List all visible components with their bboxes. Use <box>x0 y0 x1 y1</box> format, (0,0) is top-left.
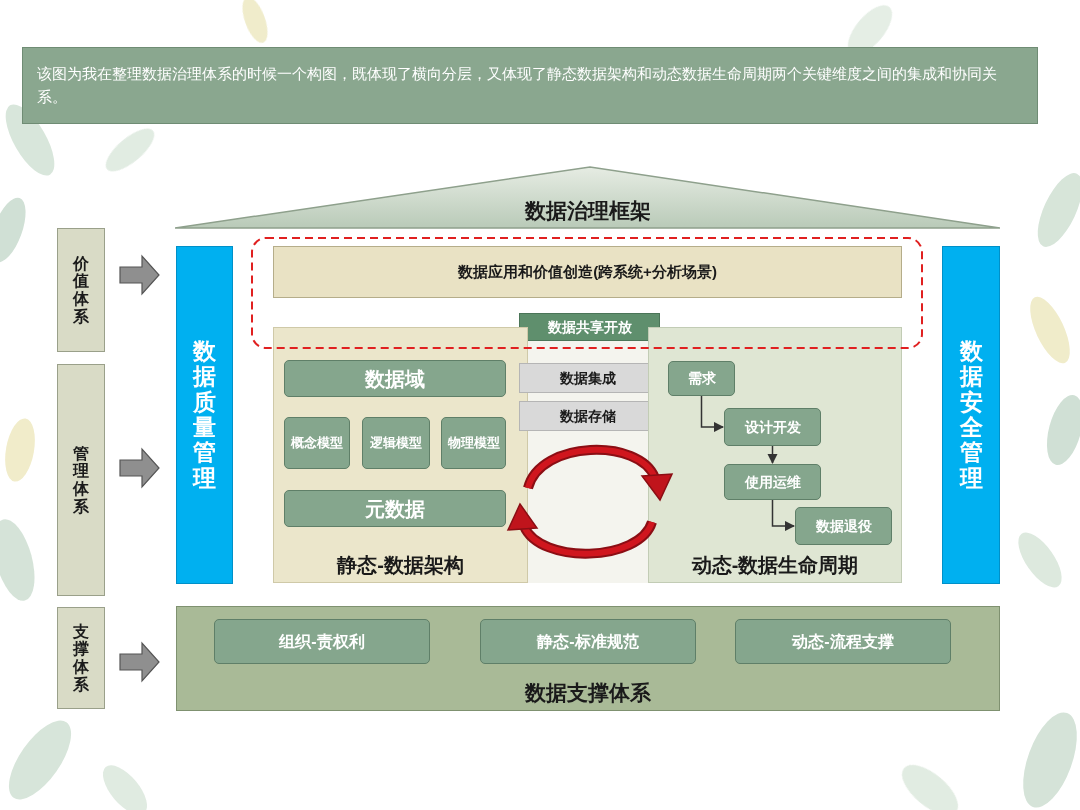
box-label: 数据域 <box>365 367 425 391</box>
process-box: 数据退役 <box>795 507 892 545</box>
panel-heading: 动态-数据生命周期 <box>692 553 859 577</box>
box-label: 逻辑模型 <box>370 435 422 451</box>
support-panel: 数据支撑体系 组织-责权利 静态-标准规范 动态-流程支撑 <box>176 606 1000 711</box>
layer-label: 支撑体系 <box>57 607 105 709</box>
box-label: 该图为我在整理数据治理体系的时候一个构图，既体现了横向分层，又体现了静态数据架构… <box>37 63 1023 108</box>
flow-arrow <box>773 500 795 526</box>
panel-heading: 静态-数据架构 <box>337 553 464 577</box>
storage-box: 数据集成 <box>519 363 657 393</box>
box-label: 数据共享开放 <box>548 319 632 336</box>
management-bar: 数据安全管理 <box>942 246 1000 584</box>
block-arrow <box>120 449 159 487</box>
process-box: 静态-标准规范 <box>480 619 696 664</box>
cycle-arrows <box>508 450 672 554</box>
layer-label: 价值体系 <box>57 228 105 352</box>
box-label: 数据应用和价值创造(跨系统+分析场景) <box>458 263 717 281</box>
note-box: 该图为我在整理数据治理体系的时候一个构图，既体现了横向分层，又体现了静态数据架构… <box>22 47 1038 124</box>
box-label: 管理体系 <box>73 445 89 515</box>
layer-label: 管理体系 <box>57 364 105 596</box>
process-box: 概念模型 <box>284 417 350 469</box>
flow-arrow <box>702 396 724 427</box>
process-box: 使用运维 <box>724 464 821 500</box>
box-label: 使用运维 <box>745 474 801 491</box>
box-label: 支撑体系 <box>73 623 89 693</box>
application-box: 数据应用和价值创造(跨系统+分析场景) <box>273 246 902 298</box>
process-box: 组织-责权利 <box>214 619 430 664</box>
box-label: 需求 <box>688 370 716 387</box>
box-label: 数据退役 <box>816 518 872 535</box>
roof-title: 数据治理框架 <box>175 166 1000 229</box>
box-label: 数据质量管理 <box>193 339 216 491</box>
box-label: 数据存储 <box>560 408 616 425</box>
panel-heading: 数据治理框架 <box>525 198 651 223</box>
process-box: 元数据 <box>284 490 506 527</box>
box-label: 价值体系 <box>73 255 89 325</box>
box-label: 概念模型 <box>291 435 343 451</box>
process-box: 逻辑模型 <box>362 417 430 469</box>
box-label: 数据安全管理 <box>960 339 983 491</box>
process-box: 需求 <box>668 361 735 396</box>
process-box: 数据域 <box>284 360 506 397</box>
static-panel: 静态-数据架构 数据域概念模型 逻辑模型 物理模型元数据 <box>273 327 528 583</box>
box-label: 物理模型 <box>448 435 500 451</box>
box-label: 动态-流程支撑 <box>792 632 893 651</box>
box-label: 数据集成 <box>560 370 616 387</box>
flow-arrow <box>772 446 774 463</box>
block-arrow <box>120 256 159 294</box>
box-label: 元数据 <box>365 497 425 521</box>
block-arrow <box>120 643 159 681</box>
sharing-box: 数据共享开放 <box>519 313 660 341</box>
dynamic-panel: 动态-数据生命周期 需求设计开发使用运维数据退役 <box>648 327 902 583</box>
management-bar: 数据质量管理 <box>176 246 233 584</box>
process-box: 动态-流程支撑 <box>735 619 951 664</box>
process-box: 设计开发 <box>724 408 821 446</box>
box-label: 静态-标准规范 <box>537 632 638 651</box>
storage-box: 数据存储 <box>519 401 657 431</box>
highlight-dashed-frame <box>252 238 922 348</box>
panel-heading: 数据支撑体系 <box>525 680 651 705</box>
process-box: 物理模型 <box>441 417 506 469</box>
box-label: 设计开发 <box>745 419 801 436</box>
box-label: 组织-责权利 <box>279 632 364 651</box>
